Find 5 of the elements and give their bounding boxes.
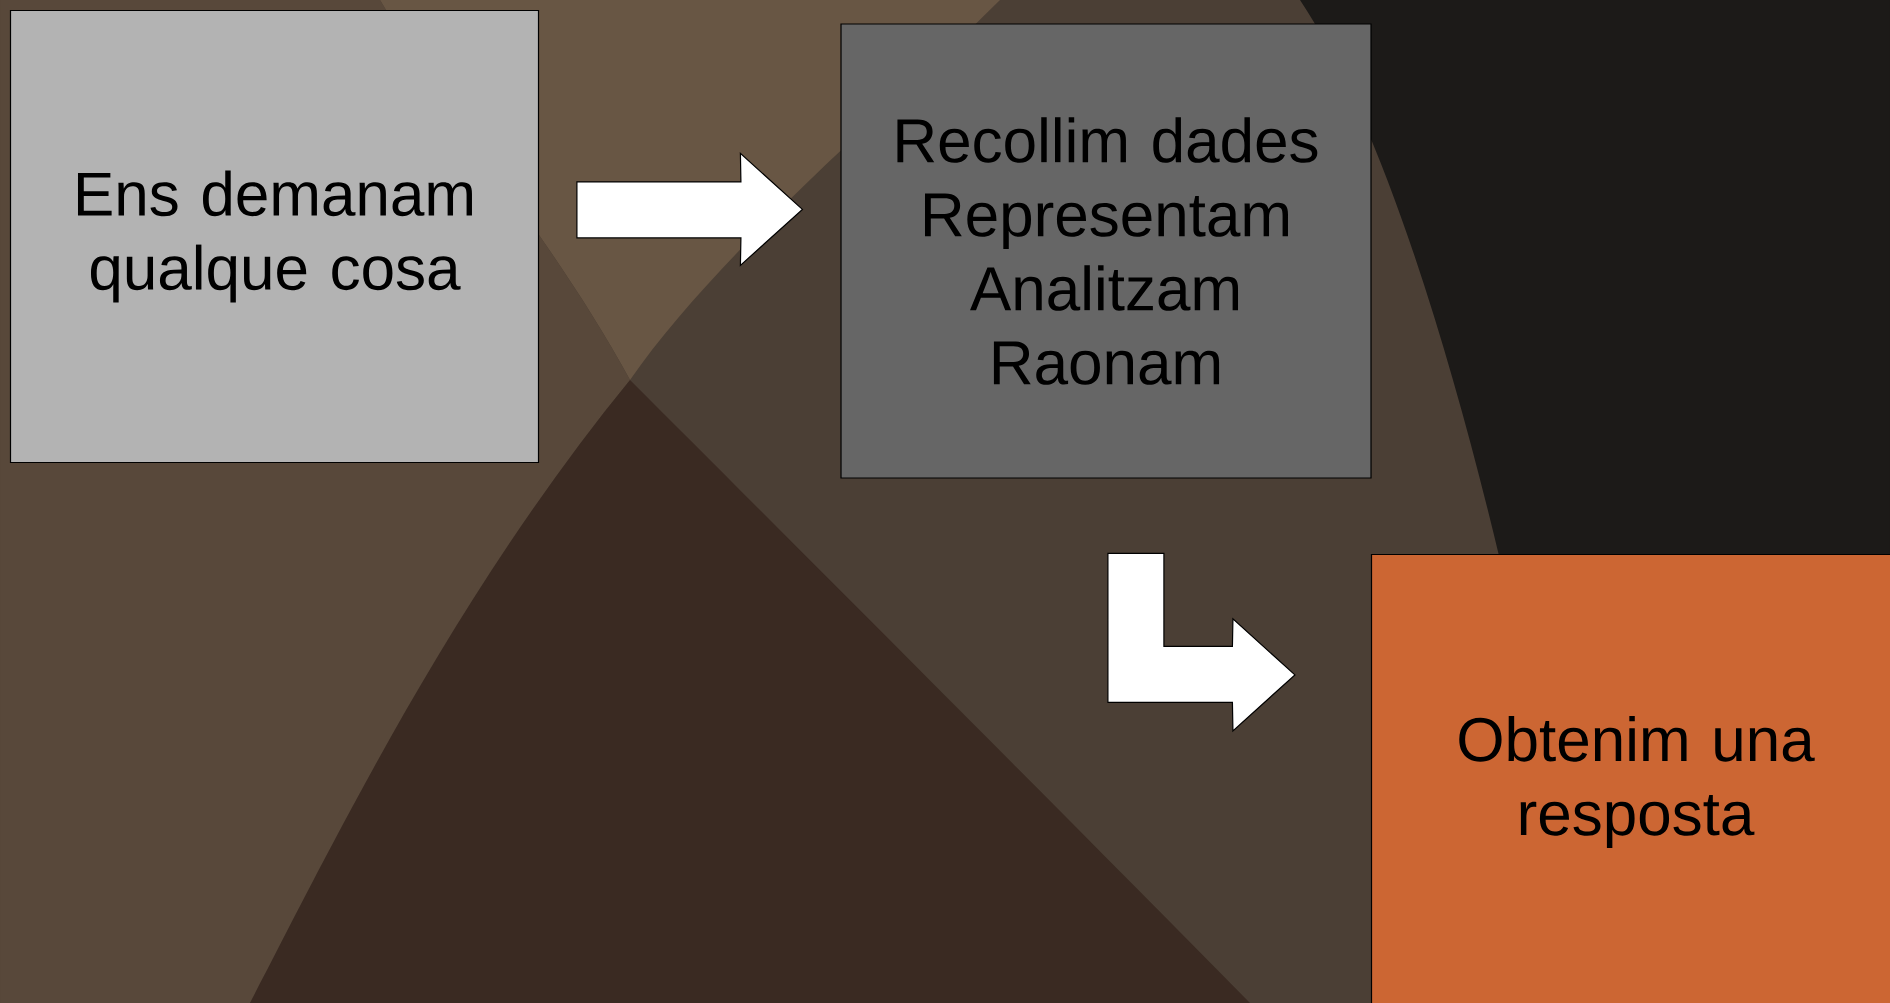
process-box: Obtenim una resposta — [1370, 553, 1890, 1003]
process-box: Recollim dades Representam Analitzam Raonam — [840, 23, 1372, 479]
arrow — [576, 152, 804, 267]
process-box: Ens demanam qualque cosa — [9, 9, 540, 464]
arrow — [1107, 552, 1296, 733]
